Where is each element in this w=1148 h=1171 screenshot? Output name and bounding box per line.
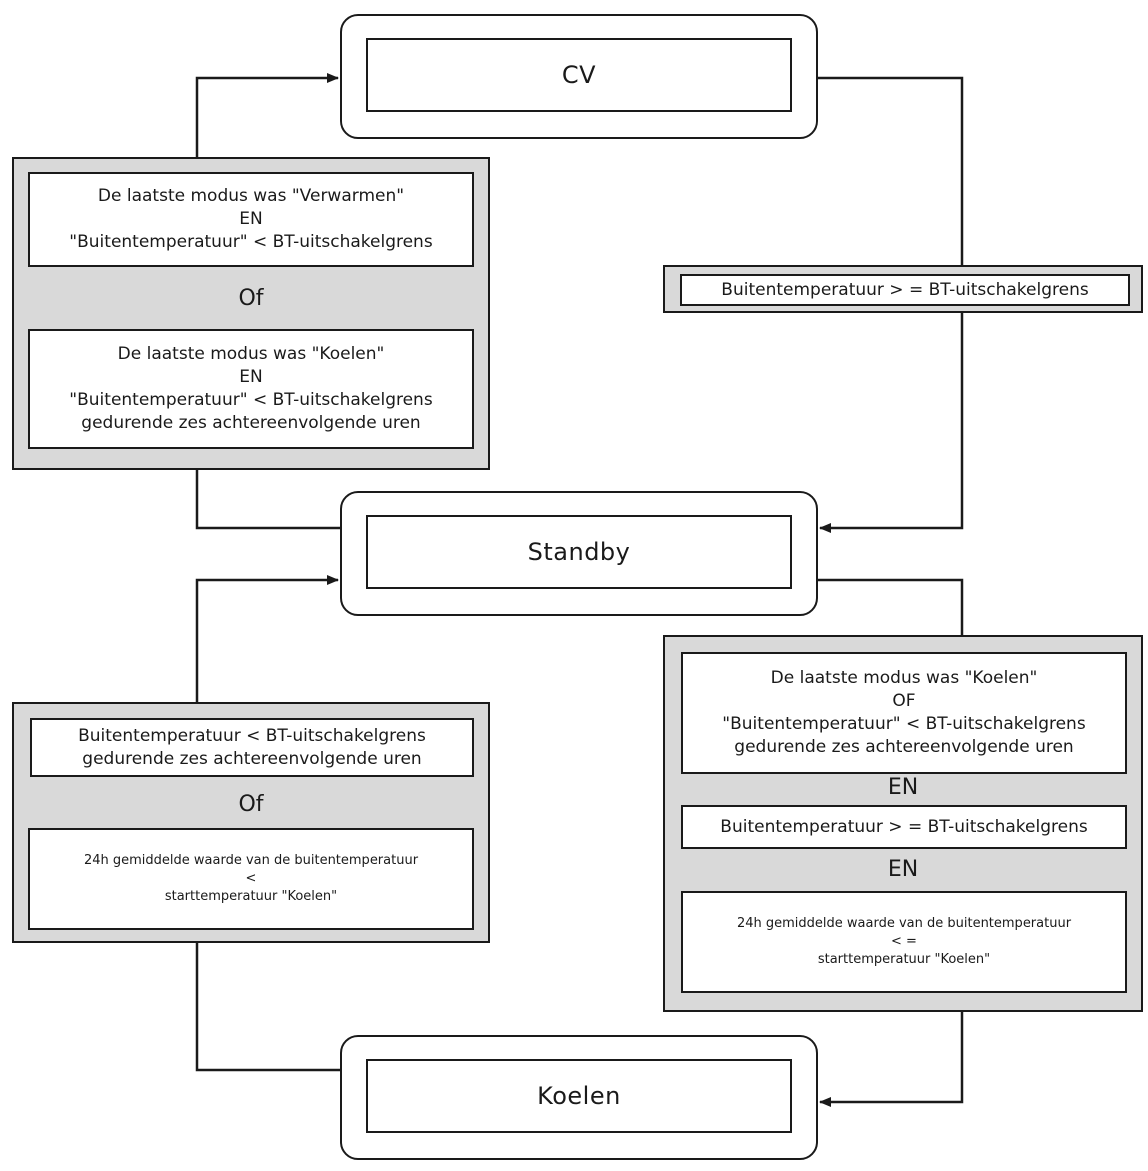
- condition-group-standby-to-koelen: De laatste modus was "Koelen" OF "Buiten…: [663, 635, 1143, 1012]
- or-label: Of: [238, 286, 264, 311]
- condition-last-mode-heating: De laatste modus was "Verwarmen" EN "Bui…: [28, 172, 474, 267]
- condition-last-mode-cooling: De laatste modus was "Koelen" EN "Buiten…: [28, 329, 474, 449]
- state-standby: Standby: [340, 491, 818, 616]
- connector-right2-to-koelen: [819, 1012, 964, 1107]
- condition-outdoor-below-six-hours: Buitentemperatuur < BT-uitschakelgrens g…: [30, 718, 474, 777]
- or-label: Of: [238, 792, 264, 817]
- connector-right-to-standby: [819, 312, 964, 533]
- state-koelen: Koelen: [340, 1035, 818, 1160]
- state-cv: CV: [340, 14, 818, 139]
- condition-outdoor-above-limit: Buitentemperatuur > = BT-uitschakelgrens: [680, 274, 1130, 306]
- condition-outdoor-above-limit: Buitentemperatuur > = BT-uitschakelgrens: [681, 805, 1127, 849]
- state-cv-label: CV: [366, 38, 792, 112]
- and-label: EN: [887, 775, 919, 800]
- condition-24h-average-below-equal: 24h gemiddelde waarde van de buitentempe…: [681, 891, 1127, 993]
- connector-standby-to-right2: [817, 578, 964, 636]
- state-koelen-label: Koelen: [366, 1059, 792, 1133]
- connector-left-to-cv: [195, 73, 339, 158]
- connector-left2-to-koelen: [195, 943, 340, 1072]
- state-standby-label: Standby: [366, 515, 792, 589]
- and-label: EN: [887, 857, 919, 882]
- condition-group-to-cv: De laatste modus was "Verwarmen" EN "Bui…: [12, 157, 490, 470]
- condition-last-mode-cooling-or: De laatste modus was "Koelen" OF "Buiten…: [681, 652, 1127, 774]
- condition-group-koelen-to-standby: Buitentemperatuur < BT-uitschakelgrens g…: [12, 702, 490, 943]
- condition-group-cv-to-standby: Buitentemperatuur > = BT-uitschakelgrens: [663, 265, 1143, 313]
- connector-left-to-standby: [195, 470, 340, 530]
- condition-24h-average-below: 24h gemiddelde waarde van de buitentempe…: [28, 828, 474, 930]
- connector-left2-to-standby: [195, 575, 339, 703]
- connector-cv-to-right: [817, 76, 964, 266]
